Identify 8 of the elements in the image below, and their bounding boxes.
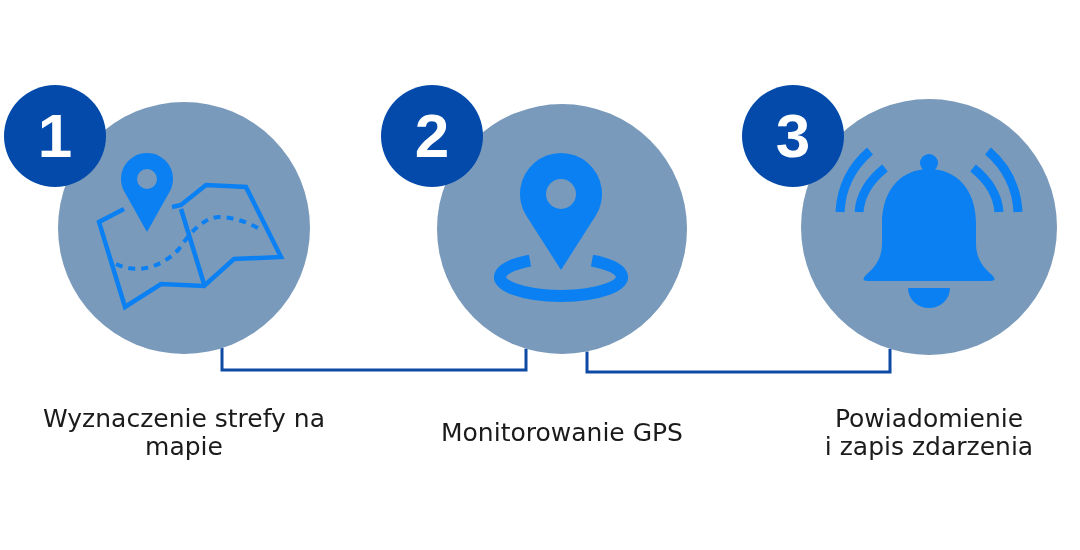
connector-line bbox=[585, 348, 892, 374]
connector-line bbox=[220, 348, 528, 372]
step-label: Powiadomienie i zapis zdarzenia bbox=[823, 405, 1035, 461]
step-label: Monitorowanie GPS bbox=[441, 419, 683, 447]
step-number-badge: 1 bbox=[4, 85, 106, 187]
step-number-badge: 2 bbox=[381, 85, 483, 187]
step-number-badge: 3 bbox=[742, 85, 844, 187]
step-label: Wyznaczenie strefy na mapie bbox=[42, 405, 326, 461]
